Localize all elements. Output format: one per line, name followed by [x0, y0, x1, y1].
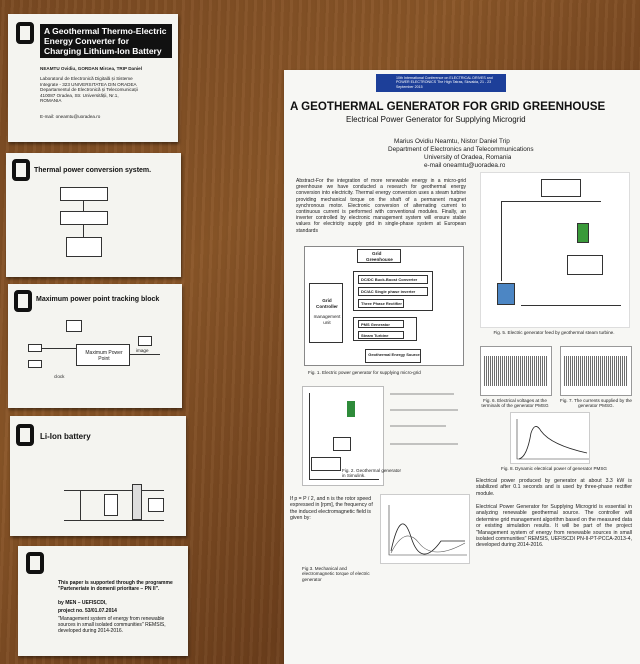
diagram-block [60, 211, 108, 225]
battery-card: Li-Ion battery [10, 416, 186, 536]
battery-cell-icon [104, 494, 118, 516]
university-logo-icon [12, 159, 30, 181]
conference-banner: 10th International Conference on ELECTRI… [376, 74, 506, 92]
main-poster: 10th International Conference on ELECTRI… [284, 70, 640, 664]
thermal-conversion-card: Thermal power conversion system. [6, 153, 181, 277]
figure-6-voltages [480, 346, 552, 396]
mppt-card: Maximum power point tracking block Maxim… [8, 284, 182, 408]
figure-8-caption: Fig. 8. Dynamic electrical power of gene… [501, 466, 607, 471]
funding-card: This paper is supported through the prog… [18, 546, 188, 656]
funding-item: project no. 53/01.07.2014 [58, 608, 117, 614]
figure-5-caption: Fig. 5. Electric generator feed by geoth… [493, 330, 615, 335]
funding-item: "Management system of energy from renewa… [58, 616, 166, 634]
figure-2-caption: Fig. 2. Geothermal generator in Simulink… [342, 468, 401, 479]
card-heading: Li-Ion battery [40, 432, 91, 441]
funding-item: This paper is supported through the prog… [58, 580, 173, 592]
torque-curves [388, 505, 467, 556]
figure-2-simulink [302, 386, 384, 486]
poster-department: Department of Electronics and Telecommun… [388, 146, 534, 153]
poster-email: e-mail oneamtu@uoradea.ro [424, 162, 506, 169]
figure-6-caption: Fig. 6. Electrical voltages at the termi… [481, 398, 549, 409]
conclusion-text: Electrical Power Generator for Supplying… [476, 504, 632, 549]
figure-1-diagram: Grid Greenhouse DC/DC Buck-Boost Convert… [304, 246, 464, 366]
university-logo-icon [16, 424, 34, 446]
figure-3-chart [380, 494, 470, 564]
card-heading: Thermal power conversion system. [34, 167, 152, 174]
poster-subtitle: Electrical Power Generator for Supplying… [346, 115, 526, 124]
mppt-block: Maximum Power Point [76, 344, 130, 366]
poster-authors: Marius Ovidiu Neamtu, Nistor Daniel Trip [394, 138, 510, 145]
diagram-block [60, 187, 108, 201]
card-affiliation: Laboratorul de Electronică Digitală și S… [40, 76, 138, 104]
figure-1-caption: Fig. 1. Electric power generator for sup… [308, 370, 421, 375]
figure-8-power [510, 412, 590, 464]
card-email: E-mail: oneamtu@uoradea.ro [40, 114, 101, 119]
card-authors: NEAMTU Ovidiu, GORDAN Mircea, TRIP Danie… [40, 66, 143, 71]
title-card: A Geothermal Thermo-Electric Energy Conv… [8, 14, 178, 142]
figure-5-schematic [480, 172, 630, 328]
equations-svg [390, 393, 458, 445]
speed-text: If p = P / 2, and n is the rotor speed e… [290, 496, 373, 522]
card-title: A Geothermal Thermo-Electric Energy Conv… [40, 24, 172, 58]
power-curve [516, 419, 589, 460]
poster-title: A GEOTHERMAL GENERATOR FOR GRID GREENHOU… [290, 100, 606, 113]
card-heading: Maximum power point tracking block [36, 296, 160, 303]
figure-3-caption: Fig 3. Mechanical and electromagnetic to… [302, 566, 370, 582]
figure-7-currents [560, 346, 632, 396]
funding-item: by MEN – UEFISCDI, [58, 600, 107, 606]
university-logo-icon [14, 290, 32, 312]
poster-abstract: Abstract-For the integration of more ren… [296, 178, 466, 234]
university-logo-icon [16, 22, 34, 44]
university-logo-icon [26, 552, 44, 574]
poster-university: University of Oradea, Romania [424, 154, 512, 161]
result-text: Electrical power produced by generator a… [476, 478, 632, 497]
battery-block [66, 237, 102, 257]
figure-7-caption: Fig. 7. The currents supplied by the gen… [560, 398, 632, 409]
